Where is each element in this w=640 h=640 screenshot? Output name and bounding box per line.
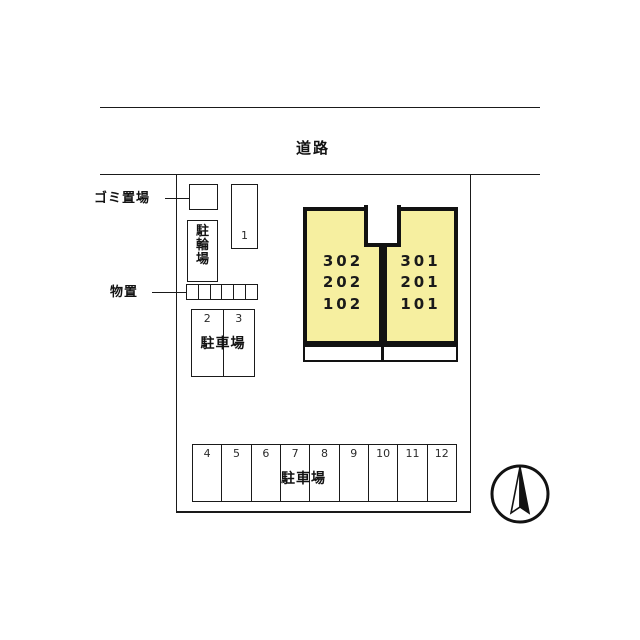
- left-wing-room-numbers: 302 202 102: [307, 251, 379, 315]
- parking-cell: 9: [340, 445, 369, 501]
- building-courtyard-notch: [364, 205, 401, 247]
- apartment-building: 302 202 102 301 201 101: [303, 205, 458, 345]
- room-number: 202: [322, 273, 364, 292]
- parking-cell: 11: [398, 445, 428, 501]
- upper-parking-lot: 2 3: [191, 309, 255, 377]
- room-number: 302: [322, 252, 364, 270]
- storage-unit: [199, 285, 211, 299]
- parking-cell: 10: [369, 445, 399, 501]
- parking-space-number: 7: [291, 447, 299, 460]
- parking-space-number: 4: [203, 447, 211, 460]
- bicycle-parking-char-2: 輪: [195, 238, 209, 254]
- road-label: 道路: [296, 139, 331, 157]
- parking-space-number: 10: [376, 447, 391, 460]
- storage-unit: [234, 285, 247, 299]
- parking-cell: 4: [193, 445, 223, 501]
- lower-parking-lot: 4 5 6 7 8 9 10 11 12: [192, 444, 457, 502]
- building-porch-right: [382, 345, 458, 362]
- parking-space-number: 11: [405, 447, 420, 460]
- bicycle-parking-char-1: 駐: [195, 224, 209, 239]
- building-porch-left: [303, 345, 383, 362]
- parking-space-number: 6: [262, 447, 270, 460]
- parking-space-number: 9: [350, 447, 358, 460]
- storage-units-row: [186, 284, 258, 300]
- parking-cell: 7: [281, 445, 311, 501]
- right-wing-room-numbers: 301 201 101: [387, 251, 454, 315]
- parking-space-1-number: 1: [241, 229, 248, 242]
- road-far-edge-line: [100, 107, 540, 108]
- garbage-leader-line: [165, 198, 191, 199]
- property-boundary-bottom: [176, 511, 471, 513]
- parking-space-1: 1: [231, 184, 258, 249]
- bicycle-parking-char-3: 場: [195, 252, 209, 268]
- parking-cell: 12: [428, 445, 456, 501]
- storage-unit: [246, 285, 257, 299]
- parking-space-number: 8: [320, 447, 328, 460]
- room-number: 201: [400, 273, 441, 292]
- room-number: 301: [400, 252, 441, 270]
- parking-space-number: 2: [203, 312, 211, 325]
- room-number: 102: [322, 294, 364, 313]
- storage-unit: [187, 285, 199, 299]
- parking-cell: 6: [252, 445, 281, 501]
- property-boundary-right: [470, 174, 471, 512]
- parking-space-number: 12: [434, 447, 449, 460]
- road-near-edge-line: [100, 174, 540, 175]
- parking-cell: 5: [222, 445, 252, 501]
- parking-cell: 3: [224, 310, 255, 376]
- storage-label: 物置: [110, 285, 139, 300]
- parking-cell: 8: [310, 445, 340, 501]
- north-arrow-icon: [489, 463, 551, 525]
- room-number: 101: [400, 294, 441, 313]
- bicycle-parking-box: 駐 輪 場: [187, 220, 218, 282]
- parking-space-number: 3: [235, 312, 243, 325]
- property-boundary-left: [176, 174, 177, 512]
- parking-cell: 2: [192, 310, 224, 376]
- garbage-area-box: [189, 184, 218, 210]
- storage-unit: [222, 285, 235, 299]
- storage-leader-line: [152, 292, 188, 293]
- garbage-area-label: ゴミ置場: [94, 191, 151, 206]
- storage-unit: [211, 285, 223, 299]
- bicycle-parking-label: 駐 輪 場: [188, 224, 217, 268]
- parking-space-number: 5: [232, 447, 240, 460]
